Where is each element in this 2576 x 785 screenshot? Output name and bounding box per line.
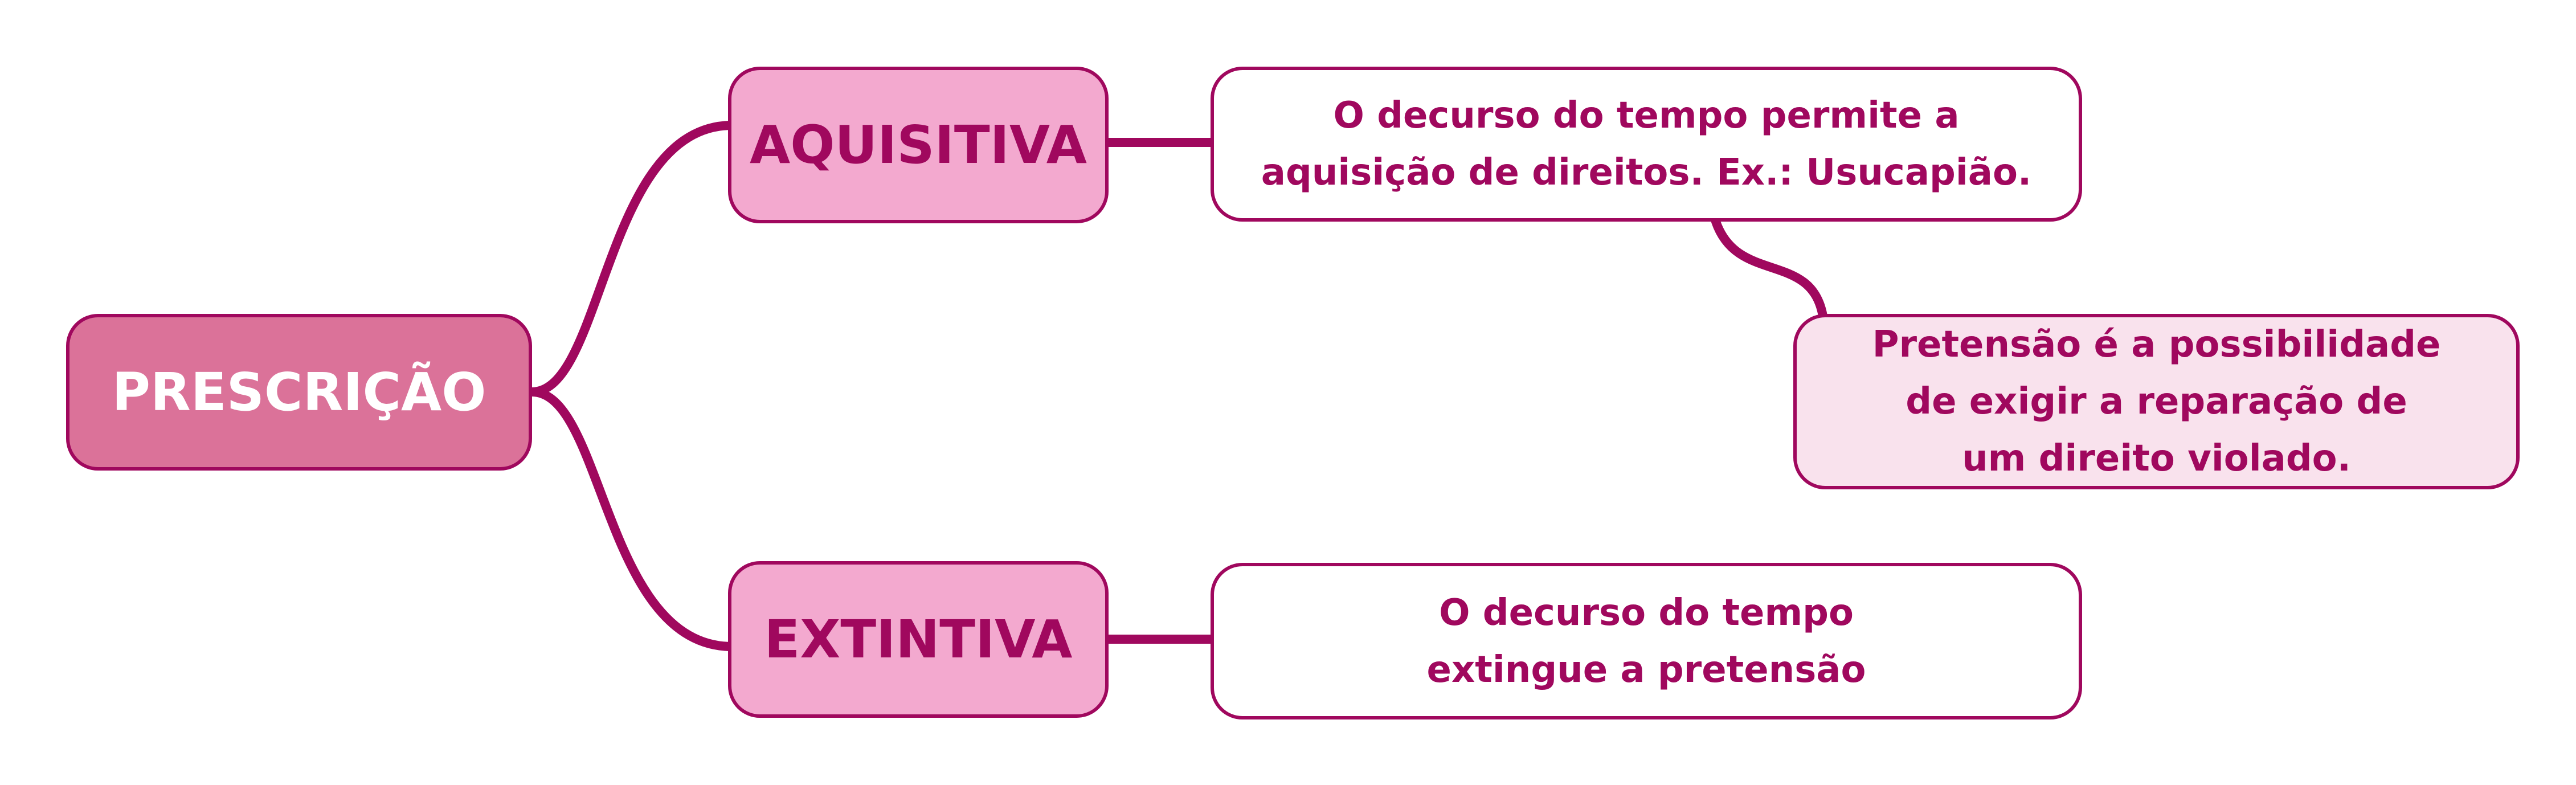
extintiva-description-line: extingue a pretensão — [1426, 648, 1866, 691]
extintiva-description-line: O decurso do tempo — [1439, 591, 1854, 634]
connector-root-extintiva — [528, 387, 737, 651]
branch-node-aquisitiva[interactable]: AQUISITIVA — [728, 67, 1109, 223]
branch-node-aquisitiva-label: AQUISITIVA — [750, 115, 1087, 175]
pretensao-note-line: Pretensão é a possibilidade — [1872, 324, 2441, 366]
aquisitiva-description-line: O decurso do tempo permite a — [1333, 95, 1960, 137]
root-node-label: PRESCRIÇÃO — [112, 362, 486, 423]
root-node-prescricao[interactable]: PRESCRIÇÃO — [66, 314, 532, 471]
aquisitiva-description-box[interactable]: O decurso do tempo permite a aquisição d… — [1211, 67, 2082, 222]
connector-root-aquisitiva — [528, 121, 737, 396]
connector-description-note — [1711, 217, 1827, 321]
extintiva-description-box[interactable]: O decurso do tempo extingue a pretensão — [1211, 563, 2082, 719]
pretensao-note-line: de exigir a reparação de — [1906, 381, 2407, 423]
branch-node-extintiva[interactable]: EXTINTIVA — [728, 561, 1109, 718]
branch-node-extintiva-label: EXTINTIVA — [764, 609, 1073, 670]
pretensao-note-box[interactable]: Pretensão é a possibilidade de exigir a … — [1793, 314, 2520, 489]
aquisitiva-description-line: aquisição de direitos. Ex.: Usucapião. — [1261, 152, 2032, 194]
pretensao-note-line: um direito violado. — [1962, 438, 2351, 480]
